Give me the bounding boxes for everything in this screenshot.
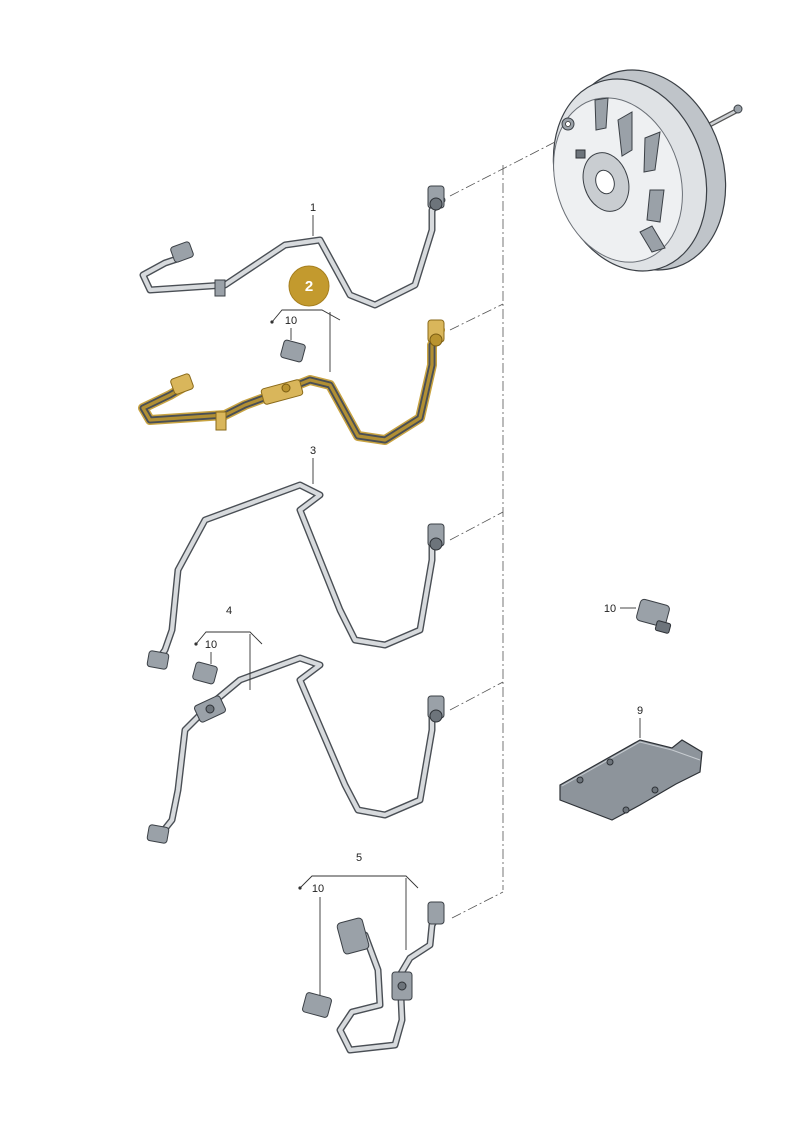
- brake-booster[interactable]: [529, 49, 750, 291]
- label-9: 9: [637, 705, 643, 717]
- label-10-a: 10: [285, 315, 297, 327]
- label-3: 3: [310, 445, 316, 457]
- vacuum-hose-1[interactable]: [139, 185, 446, 309]
- label-5: 5: [356, 852, 362, 864]
- label-4: 4: [226, 605, 232, 617]
- vacuum-hose-3[interactable]: 3: [146, 445, 445, 670]
- vacuum-hose-2-highlighted[interactable]: [138, 319, 445, 445]
- label-10-c: 10: [604, 603, 616, 615]
- label-1: 1: [310, 202, 316, 214]
- label-4-group: 4 10: [194, 605, 263, 690]
- clip-10-bottom[interactable]: [302, 992, 332, 1018]
- label-10-d: 10: [312, 883, 324, 895]
- callout-label: 2: [305, 278, 313, 295]
- label-1-group: 1: [310, 202, 316, 236]
- clip-10-top[interactable]: 10: [280, 315, 306, 363]
- label-5-group: 5 10: [298, 852, 419, 995]
- label-10-b: 10: [205, 639, 217, 651]
- vacuum-hose-4[interactable]: [146, 654, 445, 844]
- clip-10-mid[interactable]: [192, 661, 218, 685]
- callout-badge-2[interactable]: 2: [270, 265, 341, 372]
- guide-lines: [449, 141, 556, 919]
- mounting-plate-9[interactable]: 9: [559, 705, 703, 821]
- vacuum-hose-5[interactable]: [336, 901, 445, 1054]
- clip-10-loose[interactable]: 10: [604, 598, 672, 634]
